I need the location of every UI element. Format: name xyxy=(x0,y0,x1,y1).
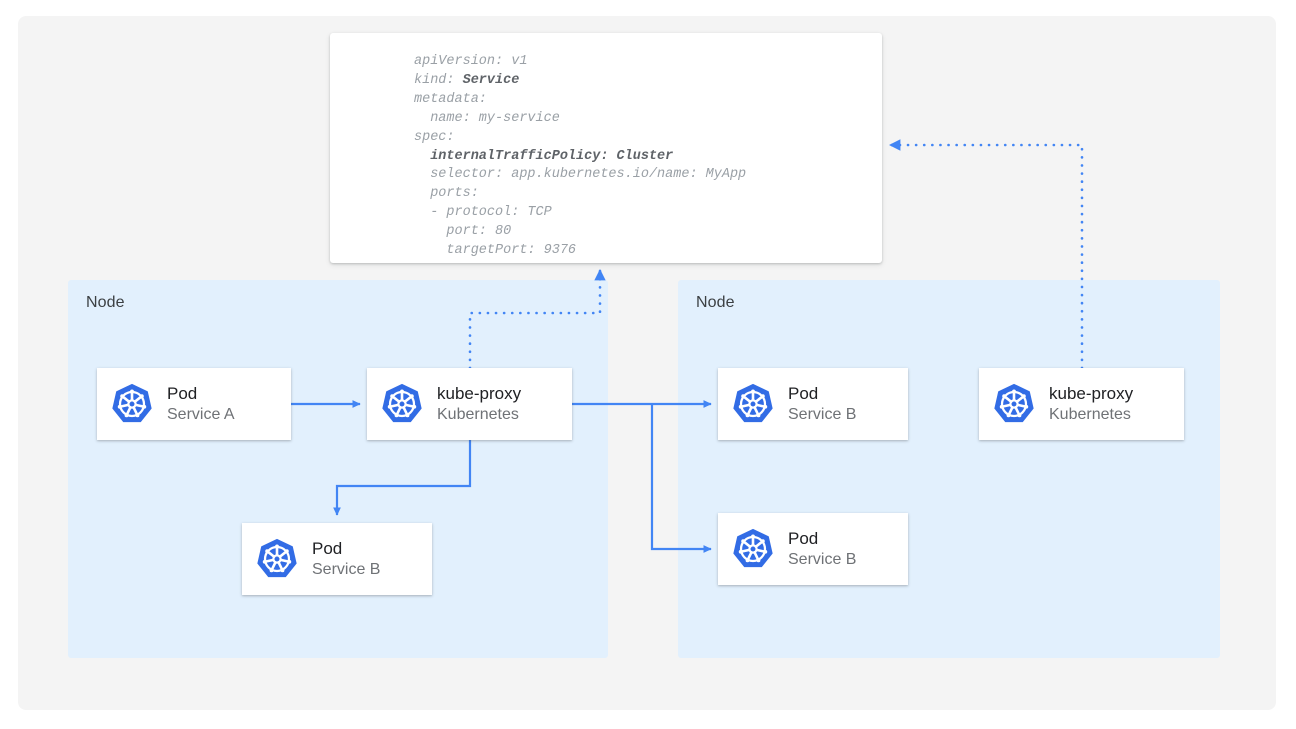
card-title: kube-proxy xyxy=(1049,383,1134,403)
card-subtitle: Service B xyxy=(788,405,857,423)
node-label-right: Node xyxy=(696,294,735,311)
kubernetes-icon xyxy=(732,528,774,570)
kubernetes-icon xyxy=(256,538,298,580)
manifest-line: selector: app.kubernetes.io/name: MyApp xyxy=(414,167,747,183)
manifest-line: ports: xyxy=(414,186,479,202)
card-subtitle: Service B xyxy=(788,550,857,568)
node-label-left: Node xyxy=(86,294,125,311)
card-title: Pod xyxy=(167,383,198,403)
manifest-line: kind: Service xyxy=(414,72,520,88)
service-manifest-panel: apiVersion: v1 kind: Service metadata: nam… xyxy=(330,33,882,263)
card-title: Pod xyxy=(788,383,819,403)
manifest-line-emphasis: Service xyxy=(462,72,520,88)
kubernetes-icon xyxy=(732,383,774,425)
card-title: kube-proxy xyxy=(437,383,522,403)
kubernetes-icon xyxy=(381,383,423,425)
manifest-line: name: my-service xyxy=(414,110,560,126)
card-subtitle: Kubernetes xyxy=(1049,405,1131,423)
manifest-line: apiVersion: v1 xyxy=(414,54,528,69)
kubernetes-icon xyxy=(111,383,153,425)
service-manifest-code: apiVersion: v1 kind: Service metadata: nam… xyxy=(414,53,746,261)
card-title: Pod xyxy=(788,528,819,548)
card-title: Pod xyxy=(312,538,343,558)
node-panel-left: Node xyxy=(68,280,608,658)
manifest-line: spec: xyxy=(414,129,455,145)
manifest-line: targetPort: 9376 xyxy=(414,243,577,259)
manifest-line: port: 80 xyxy=(414,224,512,240)
manifest-line: - protocol: TCP xyxy=(414,205,552,221)
card-subtitle: Service A xyxy=(167,405,235,423)
card-subtitle: Kubernetes xyxy=(437,405,519,423)
card-subtitle: Service B xyxy=(312,560,381,578)
kubernetes-icon xyxy=(993,383,1035,425)
manifest-line: metadata: xyxy=(414,91,487,107)
node-panel-right: Node xyxy=(678,280,1220,658)
manifest-line: internalTrafficPolicy: Cluster xyxy=(414,148,674,164)
